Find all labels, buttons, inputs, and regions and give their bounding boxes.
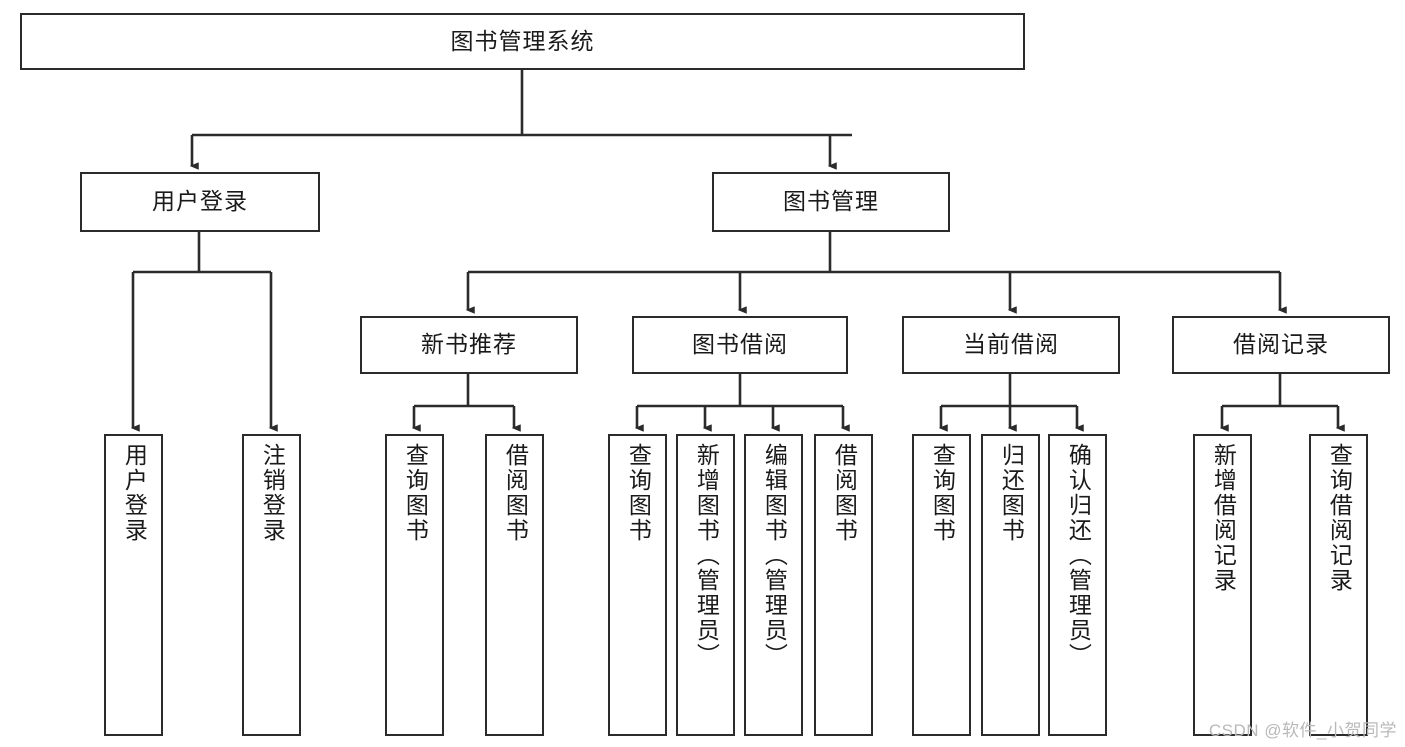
leaf-query-book-1[interactable]: 查询图书 [385,434,444,736]
node-new-book-recommend-label: 新书推荐 [421,331,517,358]
leaf-borrow-book-1[interactable]: 借阅图书 [485,434,544,736]
node-book-manage-label: 图书管理 [783,188,879,215]
leaf-add-book-label: 新增图书（管理员） [693,443,720,668]
leaf-query-book-2-label: 查询图书 [625,443,652,543]
node-new-book-recommend[interactable]: 新书推荐 [360,316,578,374]
leaf-user-logout[interactable]: 注销登录 [242,434,301,736]
leaf-user-login-label: 用户登录 [121,443,148,543]
leaf-user-logout-label: 注销登录 [259,443,286,543]
node-user-login[interactable]: 用户登录 [80,172,320,232]
node-user-login-label: 用户登录 [152,188,248,215]
node-current-borrow-label: 当前借阅 [963,331,1059,358]
node-book-borrow[interactable]: 图书借阅 [632,316,848,374]
leaf-edit-book[interactable]: 编辑图书（管理员） [744,434,803,736]
node-borrow-record[interactable]: 借阅记录 [1172,316,1390,374]
leaf-borrow-book-2-label: 借阅图书 [831,443,858,543]
leaf-edit-book-label: 编辑图书（管理员） [761,443,788,668]
watermark: CSDN @软件_小贺同学 [1208,721,1397,740]
node-book-borrow-label: 图书借阅 [692,331,788,358]
leaf-query-book-1-label: 查询图书 [402,443,429,543]
leaf-borrow-book-2[interactable]: 借阅图书 [814,434,873,736]
leaf-add-record[interactable]: 新增借阅记录 [1193,434,1252,736]
leaf-add-record-label: 新增借阅记录 [1210,443,1237,593]
node-book-manage[interactable]: 图书管理 [712,172,950,232]
leaf-confirm-return[interactable]: 确认归还（管理员） [1048,434,1107,736]
leaf-query-book-3[interactable]: 查询图书 [912,434,971,736]
leaf-query-book-2[interactable]: 查询图书 [608,434,667,736]
leaf-return-book[interactable]: 归还图书 [981,434,1040,736]
node-borrow-record-label: 借阅记录 [1233,331,1329,358]
leaf-query-record-label: 查询借阅记录 [1326,443,1353,593]
leaf-query-record[interactable]: 查询借阅记录 [1309,434,1368,736]
node-current-borrow[interactable]: 当前借阅 [902,316,1120,374]
leaf-add-book[interactable]: 新增图书（管理员） [676,434,735,736]
node-root[interactable]: 图书管理系统 [20,13,1025,70]
leaf-borrow-book-1-label: 借阅图书 [502,443,529,543]
node-root-label: 图书管理系统 [450,27,595,54]
leaf-confirm-return-label: 确认归还（管理员） [1065,443,1092,668]
leaf-query-book-3-label: 查询图书 [929,443,956,543]
leaf-return-book-label: 归还图书 [998,443,1025,543]
leaf-user-login[interactable]: 用户登录 [104,434,163,736]
